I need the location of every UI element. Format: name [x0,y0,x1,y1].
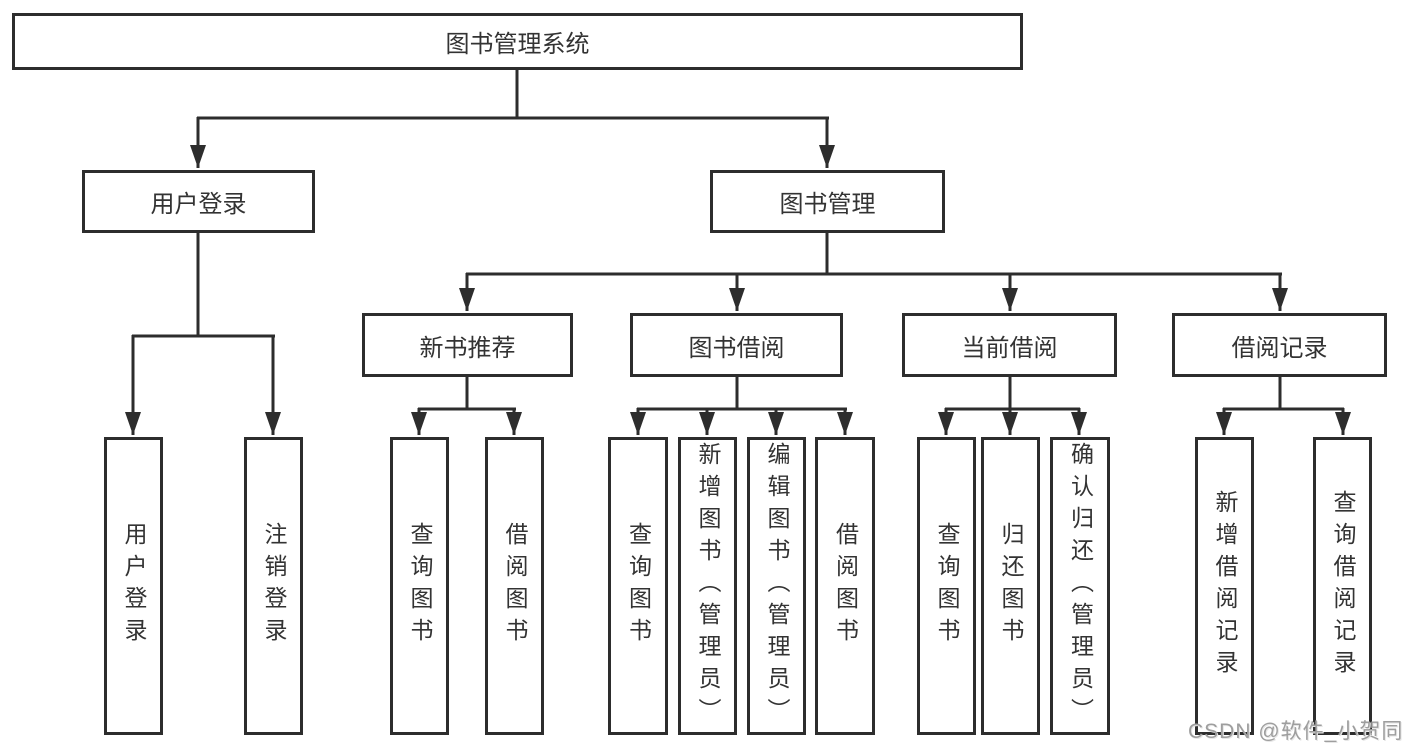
leaf-confirm-return-admin: 确认归还（管理员） [1050,437,1110,735]
node-current-borrowing: 当前借阅 [902,313,1117,377]
leaf-query-books-borrow: 查询图书 [608,437,668,735]
node-book-management: 图书管理 [710,170,945,233]
leaf-label: 借阅图书 [832,522,859,650]
leaf-label: 新增图书（管理员） [695,442,721,730]
node-new-book-recommendation: 新书推荐 [362,313,573,377]
leaf-label: 编辑图书（管理员） [764,442,790,730]
leaf-label: 用户登录 [121,522,147,650]
leaf-query-borrow-record: 查询借阅记录 [1313,437,1372,735]
node-book-borrowing: 图书借阅 [630,313,843,377]
leaf-add-borrow-record: 新增借阅记录 [1195,437,1254,735]
leaf-label: 归还图书 [998,522,1024,650]
node-library-management-system: 图书管理系统 [12,13,1023,70]
leaf-label: 查询图书 [625,522,652,650]
leaf-label: 确认归还（管理员） [1067,442,1094,730]
leaf-borrow-books-borrow: 借阅图书 [815,437,875,735]
leaf-label: 查询图书 [407,522,433,650]
leaf-label: 新增借阅记录 [1212,490,1238,682]
leaf-label: 查询图书 [934,522,960,650]
leaf-label: 借阅图书 [502,522,528,650]
leaf-query-books-current: 查询图书 [917,437,976,735]
leaf-return-books: 归还图书 [981,437,1040,735]
leaf-user-login: 用户登录 [104,437,163,735]
leaf-label: 注销登录 [261,522,287,650]
leaf-label: 查询借阅记录 [1330,490,1356,682]
leaf-edit-book-admin: 编辑图书（管理员） [747,437,806,735]
leaf-add-book-admin: 新增图书（管理员） [678,437,737,735]
leaf-query-books-recommend: 查询图书 [390,437,449,735]
node-borrowing-records: 借阅记录 [1172,313,1387,377]
leaf-borrow-books-recommend: 借阅图书 [485,437,544,735]
node-user-login: 用户登录 [82,170,315,233]
leaf-logout: 注销登录 [244,437,303,735]
csdn-watermark: CSDN @软件_小贺同学 [1188,720,1404,743]
